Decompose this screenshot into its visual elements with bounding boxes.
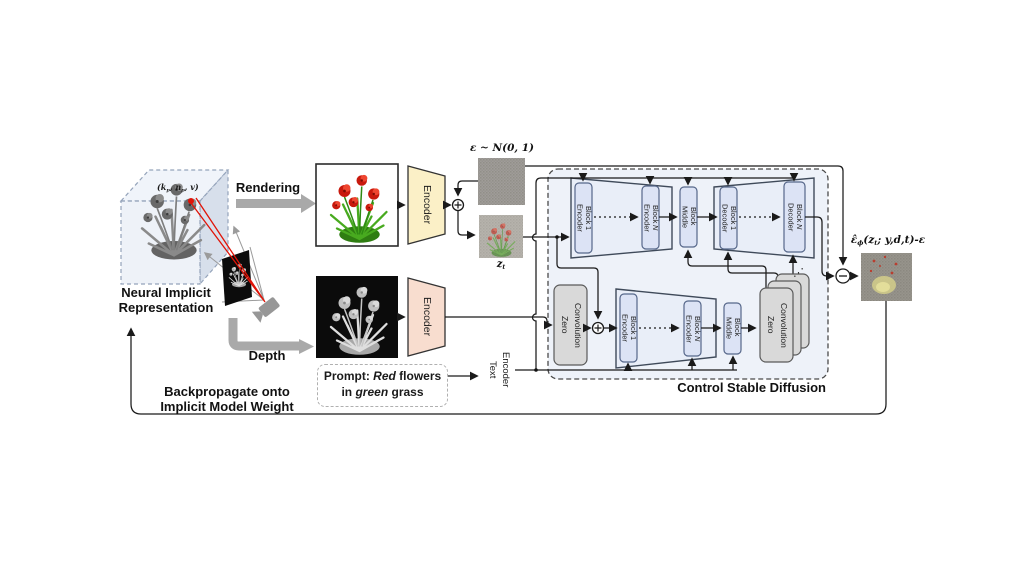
prompt-box: Prompt: Red flowers in green grass <box>317 364 448 407</box>
cn-encoder-block-1-box <box>619 293 638 363</box>
noise-label: ε ~ N(0, 1) <box>470 142 534 154</box>
decoder-block-n-label: Decoder BlockN <box>786 202 805 232</box>
image-encoder-label: Encoder <box>421 185 433 225</box>
stack-dots: ⋰ <box>793 267 804 279</box>
decoder-block-1-box <box>719 186 738 250</box>
output-residual-image <box>861 253 912 301</box>
zt-image <box>479 215 523 258</box>
decoder-block-1-label: Decoder Block1 <box>720 203 739 233</box>
junction-dot-zt <box>555 235 559 239</box>
add-noise-node <box>451 198 465 212</box>
backprop-label: Backpropagate onto Implicit Model Weight <box>160 384 294 414</box>
cn-middle-block-label: Middle Block <box>724 317 743 340</box>
sample-ray <box>188 197 266 303</box>
depth-label: Depth <box>248 348 286 363</box>
rendered-image <box>315 163 399 247</box>
output-loss-label: ε̂ϕ(zt; y,d,t)-ε <box>850 234 926 248</box>
zero-conv-out-box-1 <box>759 287 794 363</box>
sample-point-dot <box>188 198 194 204</box>
depth-image <box>316 276 398 358</box>
zero-conv-out-label: Zero Convolution <box>766 302 789 348</box>
rendering-label: Rendering <box>235 180 301 195</box>
cn-encoder-block-n-label: Encoder BlockN <box>684 314 703 343</box>
cn-encoder-block-1-label: Encoder Block1 <box>620 314 639 342</box>
depth-encoder-label: Encoder <box>421 297 433 337</box>
add-control-node <box>591 321 605 335</box>
depth-encoder-shape <box>407 277 446 357</box>
subtract-node <box>835 268 851 284</box>
nir-label: Neural Implicit Representation <box>118 285 214 315</box>
camera-icon <box>251 297 280 323</box>
sample-point-label: (kp, np, v) <box>157 182 199 194</box>
prompt-line-1: Prompt: Red flowers <box>323 369 442 383</box>
middle-block-label: Middle Block <box>680 205 699 229</box>
depth-arrow <box>228 318 314 354</box>
zero-conv-in-label: Zero Convolution <box>560 302 583 348</box>
encoder-block-1-label: Encoder Block1 <box>575 204 594 232</box>
control-sd-label: Control Stable Diffusion <box>677 380 826 395</box>
prompt-line-2: in green grass <box>341 384 424 399</box>
image-encoder-shape <box>407 165 446 245</box>
image-plane <box>222 250 252 306</box>
noise-image <box>478 158 525 205</box>
text-encoder-label: Text Encoder <box>487 351 511 388</box>
rendering-arrow <box>236 194 316 213</box>
junction-dot-text <box>534 368 538 372</box>
wiring <box>126 165 887 415</box>
encoder-block-n-label: Encoder BlockN <box>642 203 661 232</box>
zt-label: zt <box>496 259 506 271</box>
encoder-block-1-box <box>574 182 593 254</box>
